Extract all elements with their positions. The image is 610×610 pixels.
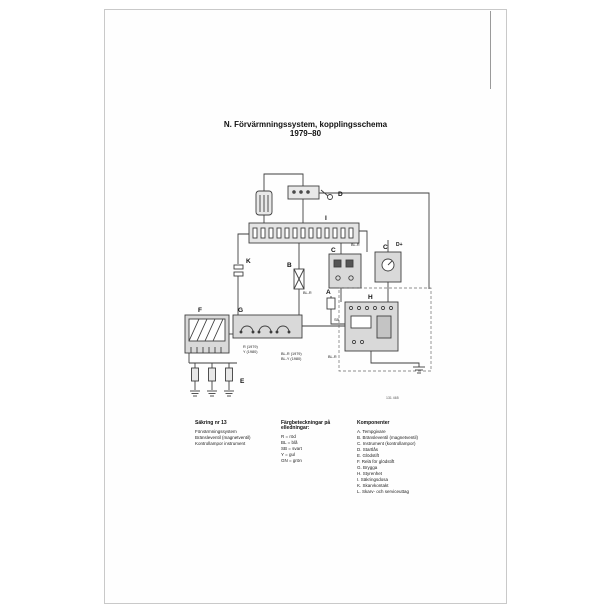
instrument-right bbox=[374, 251, 402, 283]
dashed-boundary bbox=[338, 287, 432, 372]
ground-symbol bbox=[413, 366, 425, 374]
legend-component-item: H. Styrenhet bbox=[357, 470, 383, 476]
legend-fuse-item: Förvärmningssystem bbox=[195, 428, 237, 434]
legend-fuse-item: Bränsleventil (magnetventil) bbox=[195, 434, 251, 440]
fuel-valve bbox=[293, 268, 305, 290]
label-d: D bbox=[338, 191, 343, 198]
label-d-plus: D+ bbox=[396, 242, 403, 248]
legend-component-item: L. Skarv- och serviceuttag bbox=[357, 488, 410, 494]
label-c-right: C bbox=[383, 244, 388, 251]
glow-relay bbox=[184, 314, 230, 354]
label-f: F bbox=[198, 307, 202, 314]
temp-sensor bbox=[326, 296, 336, 314]
wire-label-g-mid-2: BL-Y (1980) bbox=[281, 357, 302, 361]
label-a: A bbox=[326, 289, 331, 296]
wiring-diagram: D I K bbox=[184, 173, 432, 400]
relay-cylinder bbox=[255, 190, 273, 216]
legend-fuse-title: Säkring nr 13 bbox=[195, 420, 227, 426]
bridge-block bbox=[232, 314, 303, 339]
legend-color-item: SB = svart bbox=[281, 445, 302, 451]
wires bbox=[188, 173, 430, 367]
wire-label-top-right: BL-R bbox=[351, 243, 360, 247]
legend-colors: Färgbeteckningar på elledningar: R = röd… bbox=[281, 421, 339, 463]
legend-components: Komponenter A. Tempgivare B. Bränslevent… bbox=[357, 421, 482, 494]
legend-component-item: F. Relä för glödstift bbox=[357, 458, 395, 464]
legend-color-item: Y = gul bbox=[281, 451, 296, 457]
page-title: N. Förvärmningssystem, kopplingsschema 1… bbox=[105, 120, 506, 138]
legend-component-item: C. Instrument (kontrollampor) bbox=[357, 440, 416, 446]
label-h: H bbox=[368, 294, 373, 301]
legend-components-title: Komponenter bbox=[357, 420, 390, 426]
glow-plugs bbox=[189, 362, 237, 397]
wire-label-h-bottom: BL-R bbox=[328, 355, 337, 359]
wire-label-g-left-1: R (1979) bbox=[243, 345, 259, 349]
page-title-line1: N. Förvärmningssystem, kopplingsschema bbox=[223, 120, 388, 129]
page-title-line2: 1979–80 bbox=[289, 129, 322, 138]
legend-color-item: GN = grön bbox=[281, 457, 302, 463]
label-c-mid: C bbox=[331, 247, 336, 254]
legend-component-item: E. Glödstift bbox=[357, 452, 380, 458]
legend-fuse-item: Kontrollampor instrument bbox=[195, 440, 246, 446]
page-edge-mark bbox=[490, 11, 491, 89]
figure-number: 131 465 bbox=[386, 396, 399, 400]
legend-component-item: G. Brygga bbox=[357, 464, 378, 470]
label-b: B bbox=[287, 262, 292, 269]
legend-component-item: I. Säkringsdosa bbox=[357, 476, 389, 482]
connector-k bbox=[233, 264, 244, 277]
label-g: G bbox=[238, 307, 243, 314]
legend-component-item: D. Startlås bbox=[357, 446, 379, 452]
label-i: I bbox=[325, 215, 327, 222]
legend-component-item: K. Skarvkontakt bbox=[357, 482, 389, 488]
wire-label-mid: BL-R bbox=[303, 291, 312, 295]
scanned-page: N. Förvärmningssystem, kopplingsschema 1… bbox=[104, 9, 507, 604]
instrument-mid bbox=[328, 253, 362, 289]
label-e: E bbox=[240, 378, 245, 385]
control-unit bbox=[344, 301, 399, 352]
legend-color-item: BL = blå bbox=[281, 439, 298, 445]
fuse-box bbox=[248, 222, 360, 244]
legend-colors-title: Färgbeteckningar på elledningar: bbox=[281, 420, 331, 431]
ignition-switch bbox=[287, 185, 333, 200]
legend-component-item: B. Bränsleventil (magnetventil) bbox=[357, 434, 419, 440]
wire-label-g-mid-1: BL-R (1979) bbox=[281, 352, 302, 356]
legend-fuse: Säkring nr 13 Förvärmningssystem Bränsle… bbox=[195, 421, 277, 446]
label-k: K bbox=[246, 258, 251, 265]
legend-component-item: A. Tempgivare bbox=[357, 428, 386, 434]
wire-label-g-left-2: Y (1980) bbox=[243, 350, 258, 354]
wiring-diagram-area: D I K bbox=[181, 166, 441, 411]
wire-label-sensor: SB bbox=[334, 318, 340, 322]
legend-color-item: R = röd bbox=[281, 433, 296, 439]
